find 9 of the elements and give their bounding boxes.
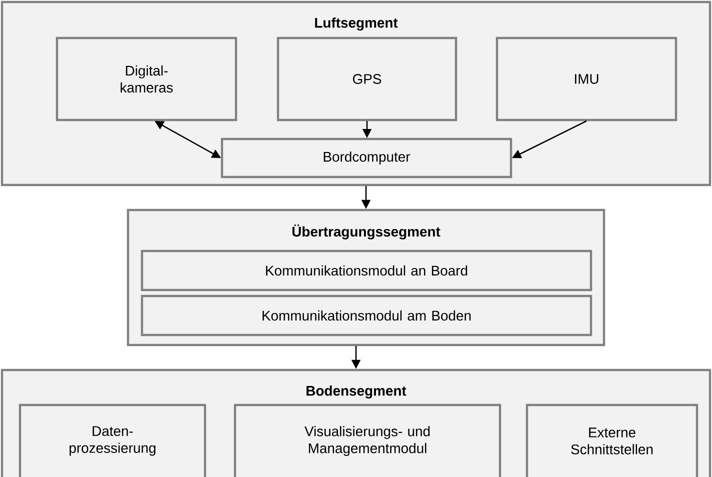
module-box: Kommunikationsmodul an Board xyxy=(140,250,592,292)
module-box: Digital- kameras xyxy=(56,36,238,122)
module-box: Kommunikationsmodul am Boden xyxy=(140,294,592,336)
module-box: Visualisierungs- und Managementmodul xyxy=(234,404,502,477)
module-box: IMU xyxy=(496,36,678,122)
module-box: Bordcomputer xyxy=(220,138,512,178)
module-box: Daten- prozessierung xyxy=(18,404,206,477)
module-box: Externe Schnittstellen xyxy=(526,404,698,477)
module-box: GPS xyxy=(276,36,458,122)
